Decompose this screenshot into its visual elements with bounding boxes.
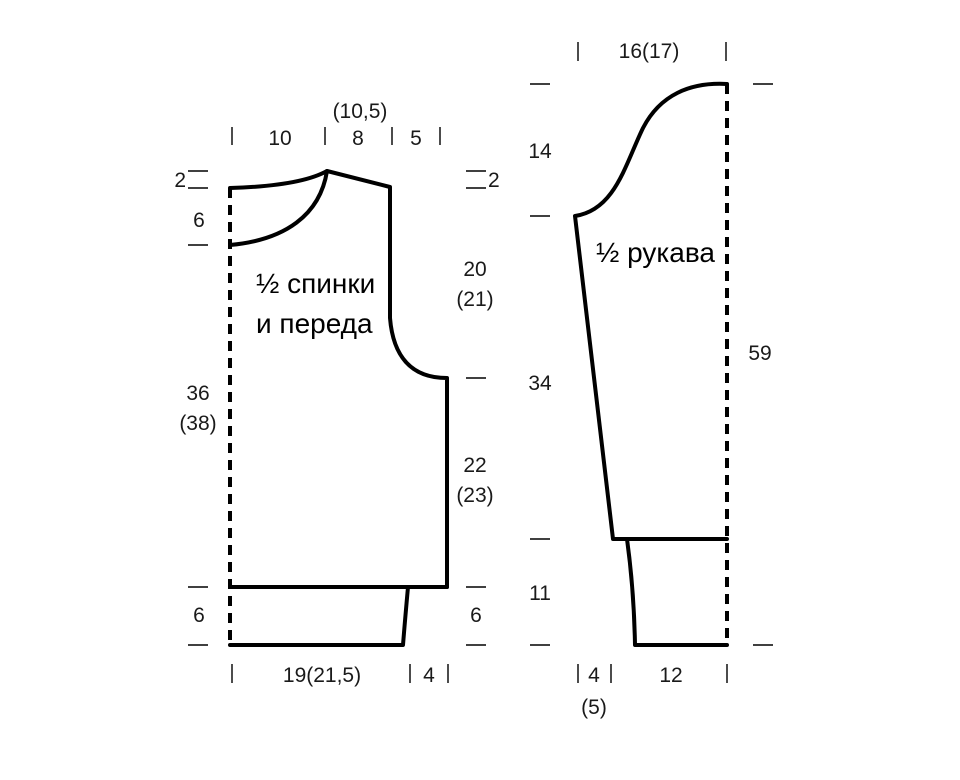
sleeve-label: ½ рукава	[596, 237, 715, 268]
dim-side-lower: 22	[463, 454, 486, 477]
dim-side-main-alt: (38)	[179, 412, 216, 435]
dim-neck-depth: 6	[193, 209, 205, 232]
dim-sleeve-top-width: 16(17)	[619, 40, 680, 63]
dim-sleeve-bottom-left-alt: (5)	[581, 696, 607, 719]
dim-sleeve-bottom-left: 4	[588, 664, 600, 687]
dim-neck-drop-left: 2	[174, 169, 186, 192]
sleeve-piece: ½ рукава 16(17) 14 34 11 59 4 (5) 12	[528, 40, 773, 719]
dim-total-height: 59	[748, 342, 771, 365]
dim-bottom-right: 4	[423, 664, 435, 687]
dim-top-left: 10	[268, 127, 291, 150]
dim-armhole: 20	[463, 258, 486, 281]
dim-band-left: 6	[193, 604, 205, 627]
dim-sleeve-bottom-right: 12	[659, 664, 682, 687]
sleeve-outline	[573, 81, 729, 541]
dim-side-lower-alt: (23)	[456, 484, 493, 507]
body-label-line2: и переда	[256, 308, 373, 339]
dim-sleeve-length: 34	[528, 372, 552, 395]
dim-neck-drop-right: 2	[488, 169, 500, 192]
dim-top-mid: 8	[352, 127, 364, 150]
body-label-line1: ½ спинки	[256, 268, 375, 299]
dim-armhole-alt: (21)	[456, 288, 493, 311]
body-piece: ½ спинки и переда 10 (10,5) 8 5 2 6 36 (…	[174, 100, 499, 687]
dim-bottom-width: 19(21,5)	[283, 664, 361, 687]
dim-cuff-height: 11	[529, 582, 551, 605]
dim-side-main: 36	[186, 382, 209, 405]
dim-band-right: 6	[470, 604, 482, 627]
dim-top-mid-alt: (10,5)	[333, 100, 388, 123]
body-front-neckline	[228, 169, 329, 247]
body-outline	[228, 169, 449, 589]
sleeve-cuff	[625, 537, 729, 647]
dim-top-right: 5	[410, 127, 422, 150]
body-bottom-band	[228, 585, 410, 647]
dim-cap-height: 14	[528, 140, 552, 163]
